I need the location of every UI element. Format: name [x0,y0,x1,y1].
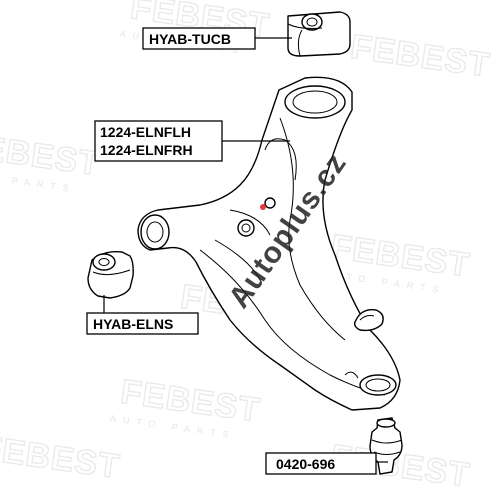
bushing-tucb [287,11,351,57]
stamp-dot [260,204,266,210]
bushing-elns [87,250,134,299]
label-ball-joint: 0420-696 [265,452,377,475]
watermark-brand: FEBEST [0,429,122,486]
part-number-arm-rh: 1224-ELNFRH [100,142,193,158]
part-number-ball-joint: 0420-696 [276,456,335,472]
watermark-brand: FEBEST [348,28,492,85]
circlip [353,309,384,332]
part-number-arm-lh: 1224-ELNFLH [100,124,191,140]
label-elns: HYAB-ELNS [86,312,199,335]
control-arm [137,76,401,411]
part-number-tucb: HYAB-TUCB [149,31,231,47]
label-tucb: HYAB-TUCB [142,27,256,50]
label-arm: 1224-ELNFLH 1224-ELNFRH [94,120,223,162]
part-number-elns: HYAB-ELNS [93,316,173,332]
ball-joint [369,417,403,475]
